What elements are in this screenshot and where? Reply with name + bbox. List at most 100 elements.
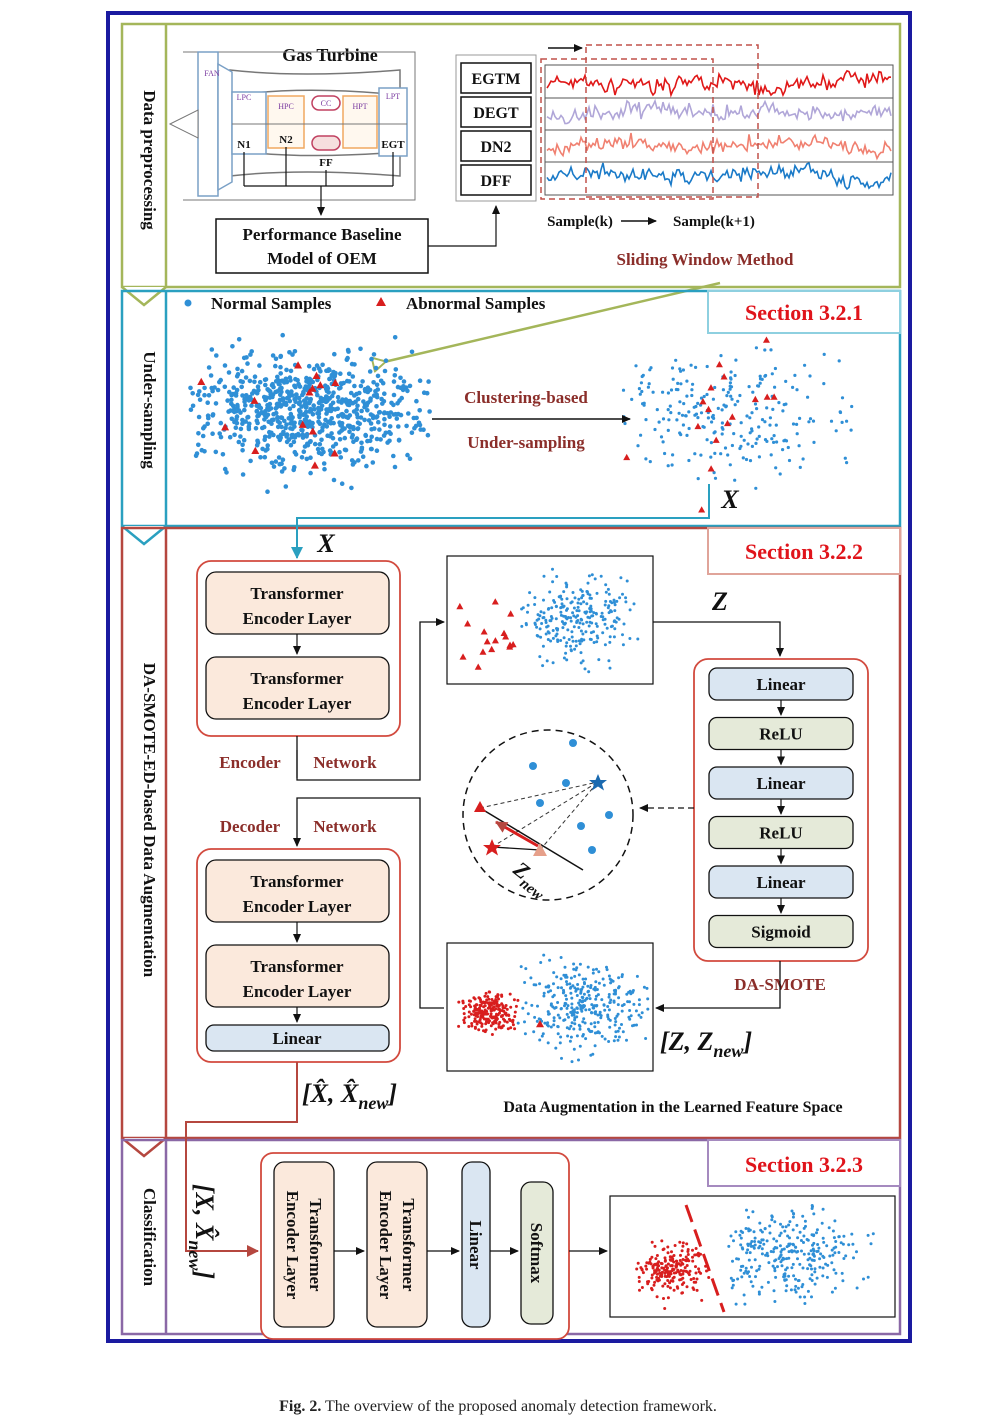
normal-point <box>238 426 244 432</box>
normal-point <box>810 1204 814 1207</box>
legend: Normal Samples Abnormal Samples <box>184 294 546 313</box>
normal-point <box>696 416 700 420</box>
normal-point <box>574 989 578 993</box>
normal-point <box>646 1007 650 1011</box>
synthetic-abnormal-point <box>645 1261 649 1265</box>
synthetic-abnormal-point <box>662 1297 665 1300</box>
normal-point <box>791 385 795 389</box>
normal-point <box>382 391 387 397</box>
normal-point <box>845 419 849 423</box>
normal-point <box>560 597 564 601</box>
normal-point <box>540 1034 544 1038</box>
normal-point <box>732 1278 736 1282</box>
normal-point <box>276 455 282 460</box>
normal-point <box>305 442 311 448</box>
synthetic-abnormal-point <box>498 1020 502 1024</box>
normal-point <box>197 397 203 403</box>
normal-point <box>575 1007 579 1010</box>
normal-point <box>558 1016 562 1020</box>
normal-point <box>316 400 322 406</box>
normal-point <box>822 1240 826 1244</box>
normal-point <box>277 386 283 392</box>
normal-point <box>796 1250 800 1253</box>
normal-point <box>379 396 384 402</box>
normal-point <box>524 967 528 971</box>
normal-point <box>609 998 613 1002</box>
normal-point <box>572 1027 576 1031</box>
normal-point <box>382 422 387 428</box>
normal-point <box>632 1002 636 1006</box>
normal-point <box>421 427 426 433</box>
normal-point <box>810 1258 814 1262</box>
stage-label-classification: Classification <box>140 1188 159 1287</box>
synthetic-abnormal-point <box>486 995 490 999</box>
normal-point <box>588 616 592 620</box>
synthetic-abnormal-point <box>511 1023 515 1027</box>
normal-point <box>783 1278 787 1282</box>
normal-point <box>773 366 778 371</box>
normal-point <box>782 1275 786 1279</box>
normal-point <box>735 1257 739 1261</box>
normal-point <box>600 1034 604 1038</box>
normal-point <box>535 618 539 622</box>
normal-point <box>770 372 774 376</box>
abnormal-point <box>491 637 499 644</box>
normal-point <box>536 634 540 638</box>
normal-point <box>834 429 838 433</box>
normal-point <box>255 384 261 390</box>
synthetic-abnormal-point <box>639 1266 643 1270</box>
normal-point <box>205 421 210 427</box>
normal-point <box>320 362 325 368</box>
normal-point <box>812 1241 816 1245</box>
synthetic-abnormal-point <box>655 1272 659 1276</box>
synthetic-abnormal-point <box>500 994 504 998</box>
normal-point <box>209 385 214 391</box>
normal-point <box>538 614 542 618</box>
synthetic-abnormal-point <box>494 995 498 999</box>
normal-point <box>739 1229 743 1233</box>
normal-point <box>768 1231 772 1235</box>
normal-point <box>843 456 847 460</box>
normal-point <box>821 1207 825 1211</box>
normal-point <box>359 446 365 452</box>
synthetic-abnormal-point <box>512 998 516 1002</box>
normal-point <box>582 638 586 642</box>
normal-point <box>541 1032 545 1036</box>
normal-point <box>615 599 619 603</box>
normal-point <box>840 1271 844 1275</box>
normal-point <box>798 465 802 469</box>
normal-point <box>544 621 548 624</box>
normal-point <box>739 421 743 425</box>
normal-point <box>607 1017 611 1021</box>
synthetic-abnormal-point <box>650 1255 654 1259</box>
dasmote-layer-5-label: Linear <box>756 873 806 892</box>
normal-point <box>802 1252 806 1256</box>
normal-point <box>763 348 767 352</box>
normal-point <box>252 379 257 385</box>
normal-point <box>536 1004 539 1008</box>
normal-point <box>296 381 301 387</box>
normal-point <box>789 1249 793 1253</box>
normal-point <box>646 385 651 389</box>
normal-point <box>597 658 601 662</box>
normal-point <box>583 1021 587 1025</box>
normal-point <box>585 996 589 1000</box>
synthetic-abnormal-point <box>638 1288 641 1292</box>
normal-point <box>196 414 202 420</box>
normal-point <box>354 436 360 441</box>
normal-point <box>577 1001 581 1005</box>
section-322-tab <box>707 527 901 575</box>
encoder-layer-2-line2: Encoder Layer <box>243 694 352 713</box>
normal-point <box>201 426 206 431</box>
normal-point <box>538 627 542 631</box>
normal-point <box>392 464 398 470</box>
normal-point <box>263 409 268 414</box>
normal-point <box>803 363 807 367</box>
normal-point <box>670 366 675 370</box>
normal-point <box>325 395 330 400</box>
normal-point <box>565 1006 569 1010</box>
normal-point <box>295 431 301 437</box>
normal-point <box>308 470 313 476</box>
normal-point <box>260 446 265 452</box>
normal-point <box>343 397 349 402</box>
